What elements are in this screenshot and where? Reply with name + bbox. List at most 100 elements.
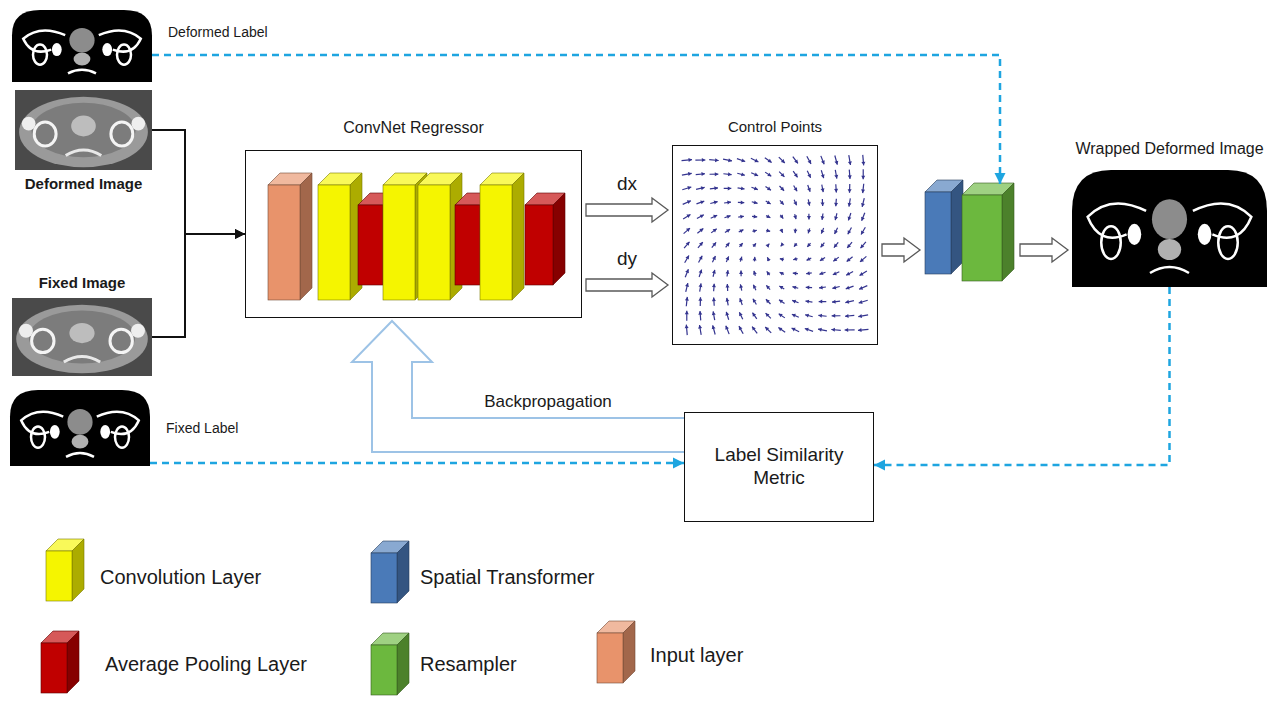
vector-arrow <box>752 327 757 334</box>
text-holder: Fixed Image <box>39 274 126 292</box>
vector-head <box>821 230 825 234</box>
vector-head <box>699 242 703 246</box>
block-front <box>418 185 450 300</box>
legend-label: Convolution Layer <box>100 565 261 589</box>
vector-head <box>858 328 862 332</box>
legend-swatch <box>370 632 414 698</box>
vector-head <box>728 172 732 176</box>
vector-arrow <box>818 315 826 317</box>
bone <box>131 324 145 338</box>
block-side <box>951 180 963 274</box>
vector-head <box>861 162 865 166</box>
connector-line <box>152 130 245 234</box>
vector-arrow <box>765 187 770 191</box>
vector-head <box>834 161 838 165</box>
block-front <box>597 633 623 683</box>
bone-fill <box>1198 224 1212 245</box>
vector-head <box>765 327 769 331</box>
body <box>16 305 148 374</box>
vector-head <box>739 312 743 316</box>
resampler-block <box>962 183 1014 281</box>
vector-head <box>752 243 756 247</box>
vector-head <box>781 173 785 177</box>
swatch-block <box>597 621 635 683</box>
vector-head <box>766 313 770 317</box>
vector-arrow <box>807 258 812 260</box>
bone <box>111 122 133 146</box>
vector-head <box>807 174 811 178</box>
vector-arrow <box>752 313 756 319</box>
bone-fill <box>52 43 62 56</box>
ct-scan <box>12 298 152 376</box>
vector-head <box>766 299 770 303</box>
label-image: Deformed Label <box>12 10 152 82</box>
vector-arrow <box>751 158 759 162</box>
label-map <box>12 10 152 82</box>
vector-arrow <box>793 157 798 164</box>
connector-line <box>874 287 1170 465</box>
vector-arrow <box>861 242 866 248</box>
bone-fill <box>100 425 110 439</box>
vector-arrow <box>846 271 853 275</box>
vector-head <box>819 271 823 275</box>
vector-head <box>725 270 729 274</box>
vector-arrow <box>739 230 744 232</box>
text-holder: Control Points <box>728 118 822 136</box>
vector-head <box>715 158 719 162</box>
vector-head <box>712 242 716 246</box>
vector-arrow <box>794 200 797 205</box>
vector-head <box>741 158 745 162</box>
vector-head <box>754 186 758 190</box>
node-label: Control Points <box>728 118 822 136</box>
vector-head <box>848 230 852 234</box>
vector-head <box>808 160 811 164</box>
edge-label: Backpropagation <box>484 393 612 412</box>
text-holder: Fixed Label <box>166 420 238 437</box>
vector-head <box>793 257 797 261</box>
legend-swatch <box>596 620 640 686</box>
vector-head <box>847 258 851 262</box>
vector-arrow <box>780 186 785 191</box>
bone-outline <box>1150 267 1189 273</box>
vector-head <box>766 244 770 248</box>
node-label: Label Similarity Metric <box>691 444 867 490</box>
legend-swatch <box>45 538 89 604</box>
vector-arrow <box>821 228 823 234</box>
vector-arrow <box>765 327 771 333</box>
vector-arrow <box>834 242 838 247</box>
vector-arrow <box>697 228 703 233</box>
layer-block <box>480 173 524 300</box>
vector-arrow <box>685 256 689 263</box>
vector-head <box>807 229 811 233</box>
vector-arrow <box>821 214 823 220</box>
vector-head <box>819 300 823 304</box>
vector-head <box>807 202 811 206</box>
connector <box>882 238 1068 262</box>
vector-head <box>713 215 717 219</box>
vector-head <box>861 217 865 221</box>
vector-arrow <box>712 242 716 247</box>
scan-ground <box>12 298 152 376</box>
node-label: Fixed Image <box>39 274 126 292</box>
vector-head <box>686 242 690 246</box>
vector-head <box>861 230 864 234</box>
vector-arrow <box>780 215 783 219</box>
vector-arrow <box>726 243 730 248</box>
vector-head <box>848 203 852 207</box>
vector-arrow <box>794 185 797 191</box>
vector-head <box>780 272 784 276</box>
vector-head <box>779 300 783 304</box>
connector-line <box>152 55 1000 184</box>
vector-arrow <box>848 228 852 235</box>
vector-arrow <box>726 256 728 262</box>
organ <box>72 435 89 449</box>
vector-head <box>766 229 770 233</box>
label-ground <box>12 10 152 82</box>
vector-head <box>858 314 862 318</box>
vector-head <box>846 272 850 276</box>
vector-head <box>741 172 745 176</box>
block-front <box>371 645 397 695</box>
layer-block <box>268 173 312 300</box>
bone-outline <box>33 45 47 65</box>
